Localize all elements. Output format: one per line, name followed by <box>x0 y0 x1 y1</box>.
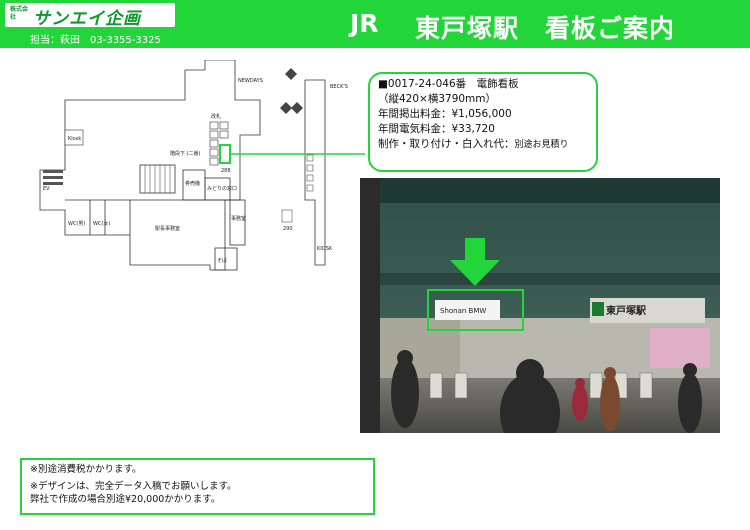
photo-sign-highlight <box>427 289 524 331</box>
production-cost-value: 別途お見積り <box>514 140 569 150</box>
sign-info-box: ■0017-24-046番 電飾看板 （縦420×横3790mm） 年間掲出料金… <box>368 72 598 172</box>
photo-station-sign: 東戸塚駅 <box>606 304 647 317</box>
map-label-jugyoin: 事務室 <box>231 215 246 222</box>
map-label-newdays: NEWDAYS <box>238 78 263 84</box>
map-label-midori: みどりの窓口 <box>207 185 237 192</box>
note-production: 弊社で作成の場合別途¥20,000かかります。 <box>30 494 221 505</box>
map-label-ticket: 改札 <box>211 113 221 120</box>
arrow-down-icon <box>450 238 500 286</box>
note-design: ※デザインは、完全データ入稿でお願いします。 <box>30 481 237 492</box>
station-floor-map: Kiosk NEWDAYS BECK'S KIOSK 改札 階段下 (二番) 駅… <box>39 60 365 271</box>
contact-info: 担当：萩田 03-3355-3325 <box>30 35 161 46</box>
map-label-ev: EV <box>43 186 50 192</box>
map-label-wc-men: WC(男) <box>68 221 85 227</box>
map-label-kiosk2: KIOSK <box>317 246 333 252</box>
map-label-kiosk: Kiosk <box>68 136 81 142</box>
header-banner: 株式会社 サンエイ企画 担当：萩田 03-3355-3325 JR 東戸塚駅 看… <box>0 0 750 48</box>
map-label-wc-women: WC(女) <box>93 220 110 227</box>
company-logo: 株式会社 サンエイ企画 <box>5 3 175 29</box>
map-label-ticket-machine: 券売機 <box>185 180 200 187</box>
map-label-becks: BECK'S <box>330 84 348 90</box>
map-label-288: 288 <box>221 168 231 174</box>
logo-main-text: サンエイ企画 <box>33 9 141 29</box>
notes-box: ※別途消費税かかります。 ※デザインは、完全データ入稿でお願いします。 弊社で作… <box>20 458 375 515</box>
page-title: 東戸塚駅 看板ご案内 <box>415 14 676 43</box>
photo-sign-text: Shonan BMW <box>440 307 486 315</box>
title-jr: JR <box>350 9 379 38</box>
sign-size: （縦420×横3790mm） <box>378 93 497 105</box>
production-cost-label: 制作・取り付け・白入れ代： <box>378 138 515 150</box>
map-label-ticket-note: 階段下 (二番) <box>170 150 201 157</box>
note-tax: ※別途消費税かかります。 <box>30 464 142 475</box>
sign-location-marker <box>219 144 231 164</box>
production-cost: 制作・取り付け・白入れ代：別途お見積り <box>378 137 588 153</box>
electric-fee: 年間電気料金：¥33,720 <box>378 123 495 135</box>
station-photo: 東戸塚駅 Shonan BMW <box>360 178 720 433</box>
annual-fee: 年間掲出料金：¥1,056,000 <box>378 108 512 120</box>
logo-small-text: 株式会社 <box>10 6 29 21</box>
sign-id: ■0017-24-046番 電飾看板 <box>378 78 519 90</box>
map-label-office: 駅長事務室 <box>155 225 180 232</box>
map-label-290: 290 <box>283 226 293 232</box>
map-label-soba: そば <box>217 257 227 264</box>
